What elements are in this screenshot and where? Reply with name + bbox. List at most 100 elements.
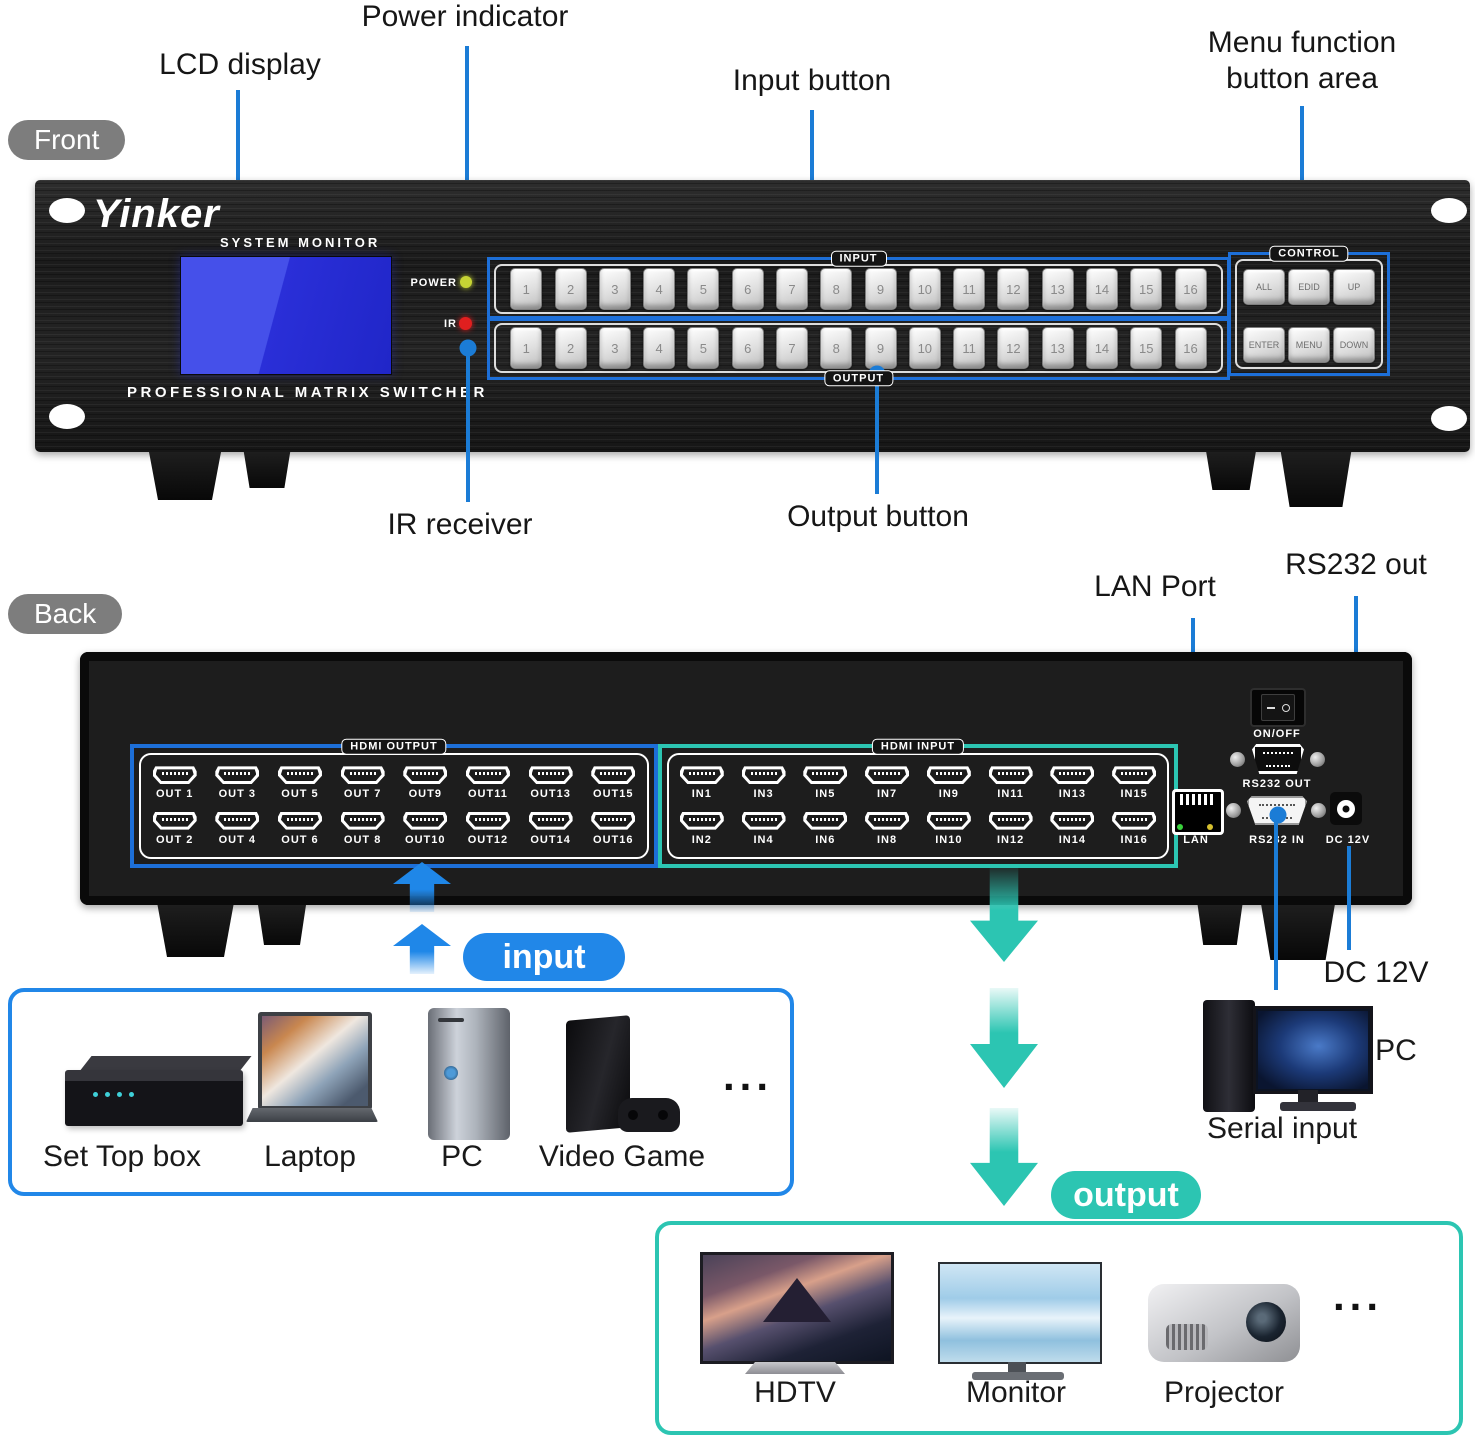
input-flow-pill: input (463, 933, 625, 981)
callout-dot-rs232-in (1269, 806, 1287, 824)
input-key-number: 5 (699, 281, 708, 297)
input-key: 9 (864, 268, 897, 310)
output-key: 6 (731, 327, 764, 369)
more-outputs-ellipsis: ... (1332, 1272, 1384, 1319)
screw-icon (1311, 803, 1326, 818)
output-key: 7 (775, 327, 808, 369)
output-flow-pill: output (1051, 1171, 1201, 1219)
hdmi-port-icon (1112, 766, 1157, 785)
screw-hole (1431, 406, 1467, 431)
projector-image (1148, 1284, 1300, 1362)
input-key-number: 2 (566, 281, 575, 297)
hdmi-port-icon (340, 811, 385, 830)
hdmi-port-label: OUT12 (467, 833, 509, 846)
output-key-number: 14 (1094, 340, 1110, 356)
hdmi-port-icon (215, 811, 260, 830)
ir-led-label: IR (444, 318, 457, 330)
hdmi-port-cell: OUT 3 (208, 766, 266, 800)
hdmi-port-label: IN8 (877, 833, 898, 846)
hdmi-port-label: OUT11 (468, 788, 508, 801)
output-key: 15 (1130, 327, 1163, 369)
monitor-stand-neck (1008, 1362, 1026, 1374)
lan-port-label: LAN (1183, 834, 1209, 846)
output-key-number: 10 (917, 340, 933, 356)
panel-subtitle: PROFESSIONAL MATRIX SWITCHER (127, 384, 488, 401)
output-key-number: 5 (699, 340, 708, 356)
hdmi-port-cell: IN16 (1105, 811, 1163, 846)
output-key: 2 (554, 327, 587, 369)
laptop-label: Laptop (264, 1140, 356, 1173)
device-foot (258, 905, 306, 945)
hdmi-port-icon (679, 811, 724, 830)
output-key-number: 2 (566, 340, 575, 356)
lcd-screen (180, 256, 392, 375)
hdmi-port-cell: IN2 (673, 811, 731, 846)
hdmi-input-frame: IN1 IN3 IN5 IN7 IN9 (667, 753, 1169, 859)
hdmi-port-icon (1050, 811, 1095, 830)
power-led (460, 276, 472, 288)
hdmi-port-label: OUT14 (530, 833, 571, 846)
input-key: 2 (554, 268, 587, 310)
output-key: 3 (598, 327, 631, 369)
callout-line-ir (466, 352, 470, 502)
hdtv-stand (745, 1362, 845, 1374)
hdmi-port-icon (803, 766, 848, 785)
game-controller-image (618, 1098, 680, 1132)
input-key-number: 7 (788, 281, 796, 297)
hdmi-port-cell: OUT 6 (271, 811, 329, 846)
callout-ir-receiver: IR receiver (387, 508, 533, 541)
hdtv-label: HDTV (754, 1376, 836, 1409)
hdmi-port-icon (277, 811, 322, 830)
ir-receiver-led (459, 317, 472, 330)
input-key: 7 (775, 268, 808, 310)
hdmi-port-label: IN12 (996, 833, 1025, 846)
input-key: 13 (1041, 268, 1074, 310)
output-key-number: 4 (655, 340, 663, 356)
hdmi-port-label: IN14 (1058, 833, 1086, 846)
hdmi-port-cell: OUT10 (396, 811, 454, 846)
screw-hole (49, 404, 85, 429)
callout-line-output-button (875, 378, 879, 494)
input-key: 3 (598, 268, 631, 310)
hdmi-port-icon (215, 766, 260, 785)
control-key-label: ALL (1255, 282, 1272, 292)
hdmi-port-cell: OUT 1 (146, 766, 204, 800)
hdmi-port-label: IN13 (1058, 788, 1086, 801)
hdmi-input-row1: IN1 IN3 IN5 IN7 IN9 (669, 766, 1167, 800)
input-key: 6 (731, 268, 764, 310)
hdmi-port-cell: IN14 (1043, 811, 1101, 846)
hdmi-output-group: OUT 1 OUT 3 OUT 5 OUT 7 OUT9 (130, 738, 658, 868)
output-key-number: 8 (832, 340, 840, 356)
control-key: DOWN (1333, 327, 1375, 363)
output-key: 9 (864, 327, 897, 369)
power-rocker-switch (1250, 688, 1306, 727)
input-key-number: 13 (1050, 281, 1065, 297)
hdmi-port-cell: IN13 (1043, 766, 1101, 800)
input-key: 11 (953, 268, 986, 310)
hdmi-output-row1: OUT 1 OUT 3 OUT 5 OUT 7 OUT9 (141, 766, 647, 800)
input-key: 12 (997, 268, 1030, 310)
hdmi-port-cell: OUT9 (396, 766, 454, 800)
hdmi-port-cell: OUT15 (584, 766, 642, 800)
hdmi-port-label: IN15 (1120, 788, 1148, 801)
input-key: 5 (687, 268, 720, 310)
output-key-number: 9 (876, 340, 885, 356)
front-panel: Yinker SYSTEM MONITOR PROFESSIONAL MATRI… (35, 180, 1470, 452)
callout-lan-port: LAN Port (1094, 570, 1216, 603)
hdmi-port-label: OUT 2 (155, 833, 194, 846)
hdmi-port-cell: IN3 (735, 766, 793, 800)
hdmi-port-label: IN9 (938, 788, 959, 801)
input-key: 10 (908, 268, 941, 310)
control-key: MENU (1288, 327, 1330, 363)
callout-line-dc12v (1347, 846, 1351, 950)
hdmi-port-cell: OUT 2 (146, 811, 204, 846)
input-key-number: 9 (876, 281, 885, 297)
hdmi-port-label: OUT13 (530, 788, 571, 801)
hdmi-port-cell: IN6 (796, 811, 854, 846)
